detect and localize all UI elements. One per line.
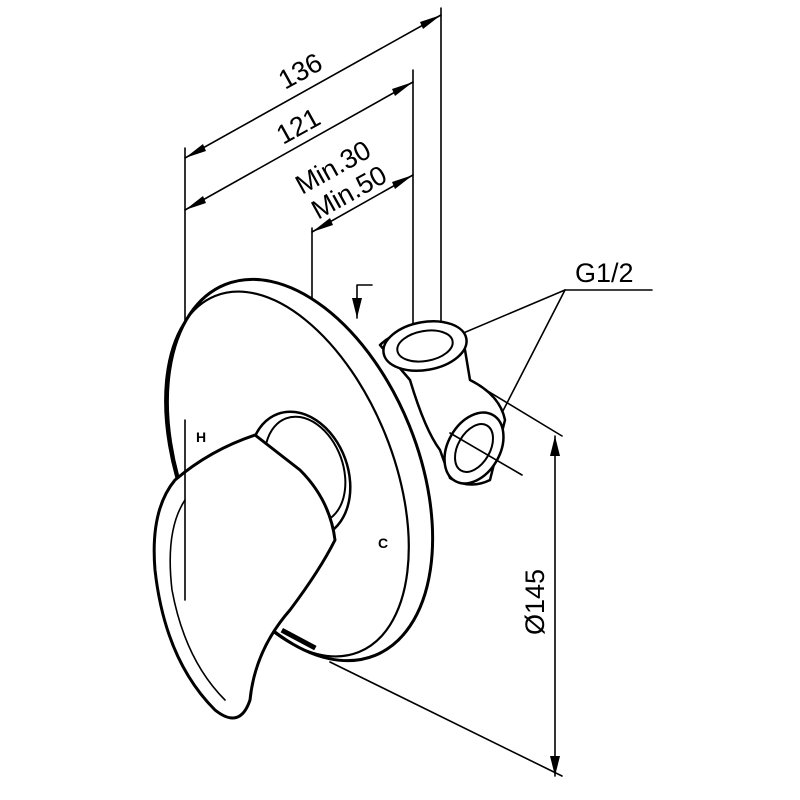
dimension-121: 121 — [271, 102, 325, 150]
lever-handle — [152, 410, 352, 720]
extension-line-diameter-bottom — [329, 661, 563, 777]
cold-marking: C — [378, 535, 388, 551]
dimension-136: 136 — [273, 47, 327, 95]
valve-body — [378, 320, 523, 486]
min-marker-line — [356, 284, 373, 319]
dimension-diameter: Ø145 — [520, 569, 550, 635]
hot-marking: H — [196, 429, 206, 445]
thread-label-g12: G1/2 — [575, 258, 634, 288]
dimension-line-121 — [184, 81, 414, 211]
dimension-line-136 — [184, 14, 442, 159]
brand-logo — [280, 627, 317, 651]
